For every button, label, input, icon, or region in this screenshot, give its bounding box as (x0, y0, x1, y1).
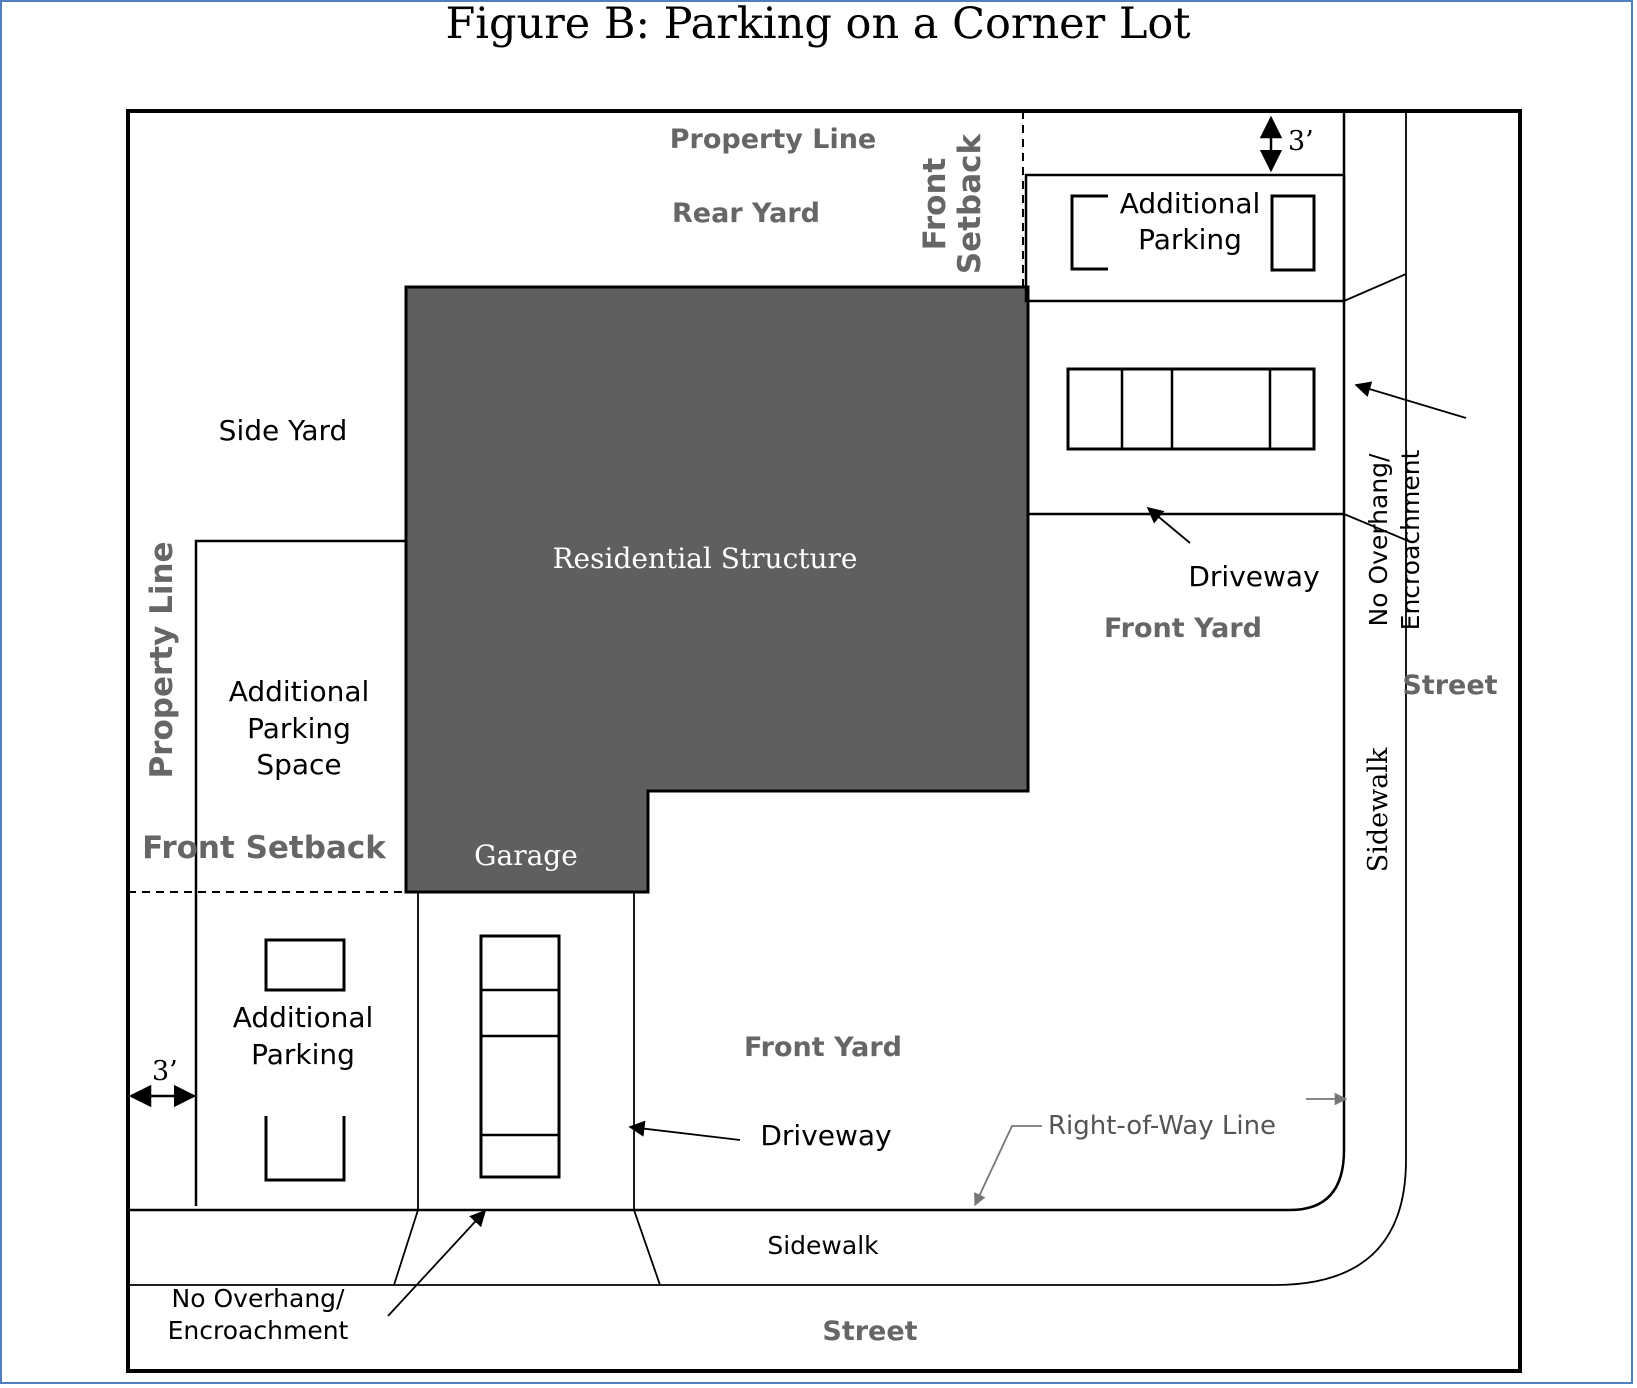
street-label-bottom: Street (822, 1316, 917, 1347)
svg-text:Setback: Setback (952, 132, 988, 274)
svg-text:Encroachment: Encroachment (1396, 449, 1425, 630)
driveway-label-bottom: Driveway (760, 1119, 891, 1152)
additional-parking-top-label-1: Additional (1120, 187, 1261, 220)
front-yard-label-right: Front Yard (1104, 613, 1262, 644)
additional-parking-left-label-2: Parking (251, 1038, 355, 1071)
parked-car-left-top-icon (264, 938, 346, 992)
right-of-way-label: Right-of-Way Line (1048, 1111, 1276, 1141)
figure-title: Figure B: Parking on a Corner Lot (445, 0, 1190, 49)
driveway-arrow-right (1146, 506, 1191, 544)
no-overhang-tick-right-bottom (1343, 513, 1407, 541)
driveway-arrow-bottom (628, 1120, 741, 1141)
front-yard-label-bottom: Front Yard (744, 1032, 902, 1063)
front-setback-label-left: Front Setback (142, 830, 387, 866)
sidewalk-label-bottom: Sidewalk (767, 1231, 879, 1260)
no-overhang-tick-right-top (1343, 273, 1407, 302)
side-yard-label: Side Yard (219, 414, 348, 447)
front-setback-label-top: Front Setback (917, 132, 988, 274)
no-overhang-tick-bottom-left (393, 1209, 419, 1286)
residential-structure (404, 285, 1030, 894)
no-overhang-label-bottom-2: Encroachment (168, 1316, 349, 1345)
three-ft-label-left: 3’ (152, 1056, 178, 1087)
no-overhang-label-right: No Overhang/ Encroachment (1364, 449, 1425, 630)
street-edge-bottom (128, 1159, 1407, 1286)
property-line-label-top: Property Line (670, 124, 877, 155)
property-line-label-left: Property Line (144, 541, 180, 778)
parked-car-rear-icon (1270, 194, 1316, 272)
driveway-label-right: Driveway (1188, 560, 1319, 593)
parked-car-front-icon (1070, 194, 1108, 271)
car-garage-driveway-icon (479, 934, 561, 1179)
additional-parking-top-label-2: Parking (1138, 223, 1242, 256)
additional-parking-space-outline (194, 539, 406, 1206)
lot-boundary (126, 109, 1522, 1373)
svg-text:No Overhang/: No Overhang/ (1364, 453, 1393, 627)
additional-parking-space-label-2: Parking (247, 712, 351, 745)
residential-structure-label: Residential Structure (552, 542, 857, 575)
right-of-way-pointer (974, 1125, 1042, 1207)
garage-label: Garage (474, 839, 578, 872)
parked-car-left-bottom-icon (264, 1116, 346, 1182)
car-driveway-right-icon (1066, 367, 1316, 451)
three-ft-label-top: 3’ (1288, 126, 1314, 157)
no-overhang-tick-bottom-right (633, 1209, 661, 1286)
no-overhang-arrow-right (1354, 381, 1467, 419)
additional-parking-space-label-3: Space (256, 748, 341, 781)
svg-text:Front: Front (917, 157, 953, 250)
additional-parking-space-label-1: Additional (229, 675, 370, 708)
right-of-way-line-bottom (128, 1149, 1346, 1212)
no-overhang-arrow-bottom (387, 1209, 487, 1317)
street-label-right: Street (1402, 670, 1497, 701)
additional-parking-left-label-1: Additional (233, 1001, 374, 1034)
rear-yard-label: Rear Yard (672, 198, 820, 229)
sidewalk-label-right: Sidewalk (1363, 747, 1394, 872)
no-overhang-label-bottom-1: No Overhang/ (172, 1284, 346, 1313)
